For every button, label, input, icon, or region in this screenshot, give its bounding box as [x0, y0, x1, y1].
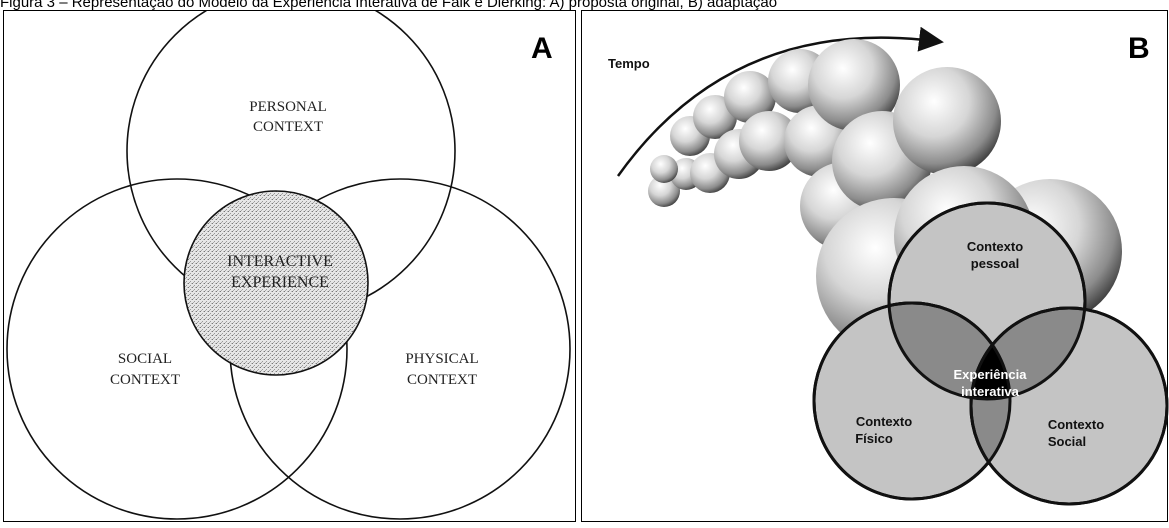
fisico-label-line2: Físico	[855, 431, 893, 446]
interactive-experience-label-line2: EXPERIENCE	[231, 274, 329, 291]
venn-diagram-adapted: Tempo B	[582, 11, 1169, 523]
interactive-experience-label-line1: INTERACTIVE	[227, 253, 333, 270]
bubble	[893, 67, 1001, 175]
pessoal-label-line1: Contexto	[967, 239, 1023, 254]
social-context-label-line1: SOCIAL	[118, 351, 172, 367]
time-label: Tempo	[608, 56, 650, 71]
physical-context-label-line2: CONTEXT	[407, 372, 477, 388]
social-label-line2: Social	[1048, 434, 1086, 449]
personal-context-label-line2: CONTEXT	[253, 119, 323, 135]
pessoal-label-line2: pessoal	[971, 256, 1019, 271]
panel-a-original-model: A PERSONAL CONTEXT INTERACTIVE EXPERIENC…	[3, 10, 576, 522]
fisico-label-line1: Contexto	[856, 414, 912, 429]
panel-letter-b: B	[1128, 32, 1150, 65]
social-context-label-line2: CONTEXT	[110, 372, 180, 388]
experiencia-label-line2: interativa	[961, 384, 1020, 399]
bubble	[650, 155, 678, 183]
panel-letter-a: A	[531, 32, 553, 65]
social-label-line1: Contexto	[1048, 417, 1104, 432]
venn-diagram-original: A PERSONAL CONTEXT INTERACTIVE EXPERIENC…	[4, 11, 577, 523]
personal-context-label-line1: PERSONAL	[249, 99, 327, 115]
physical-context-label-line1: PHYSICAL	[405, 351, 478, 367]
panel-b-adapted-model: Tempo B	[581, 10, 1168, 522]
experiencia-label-line1: Experiência	[954, 367, 1028, 382]
